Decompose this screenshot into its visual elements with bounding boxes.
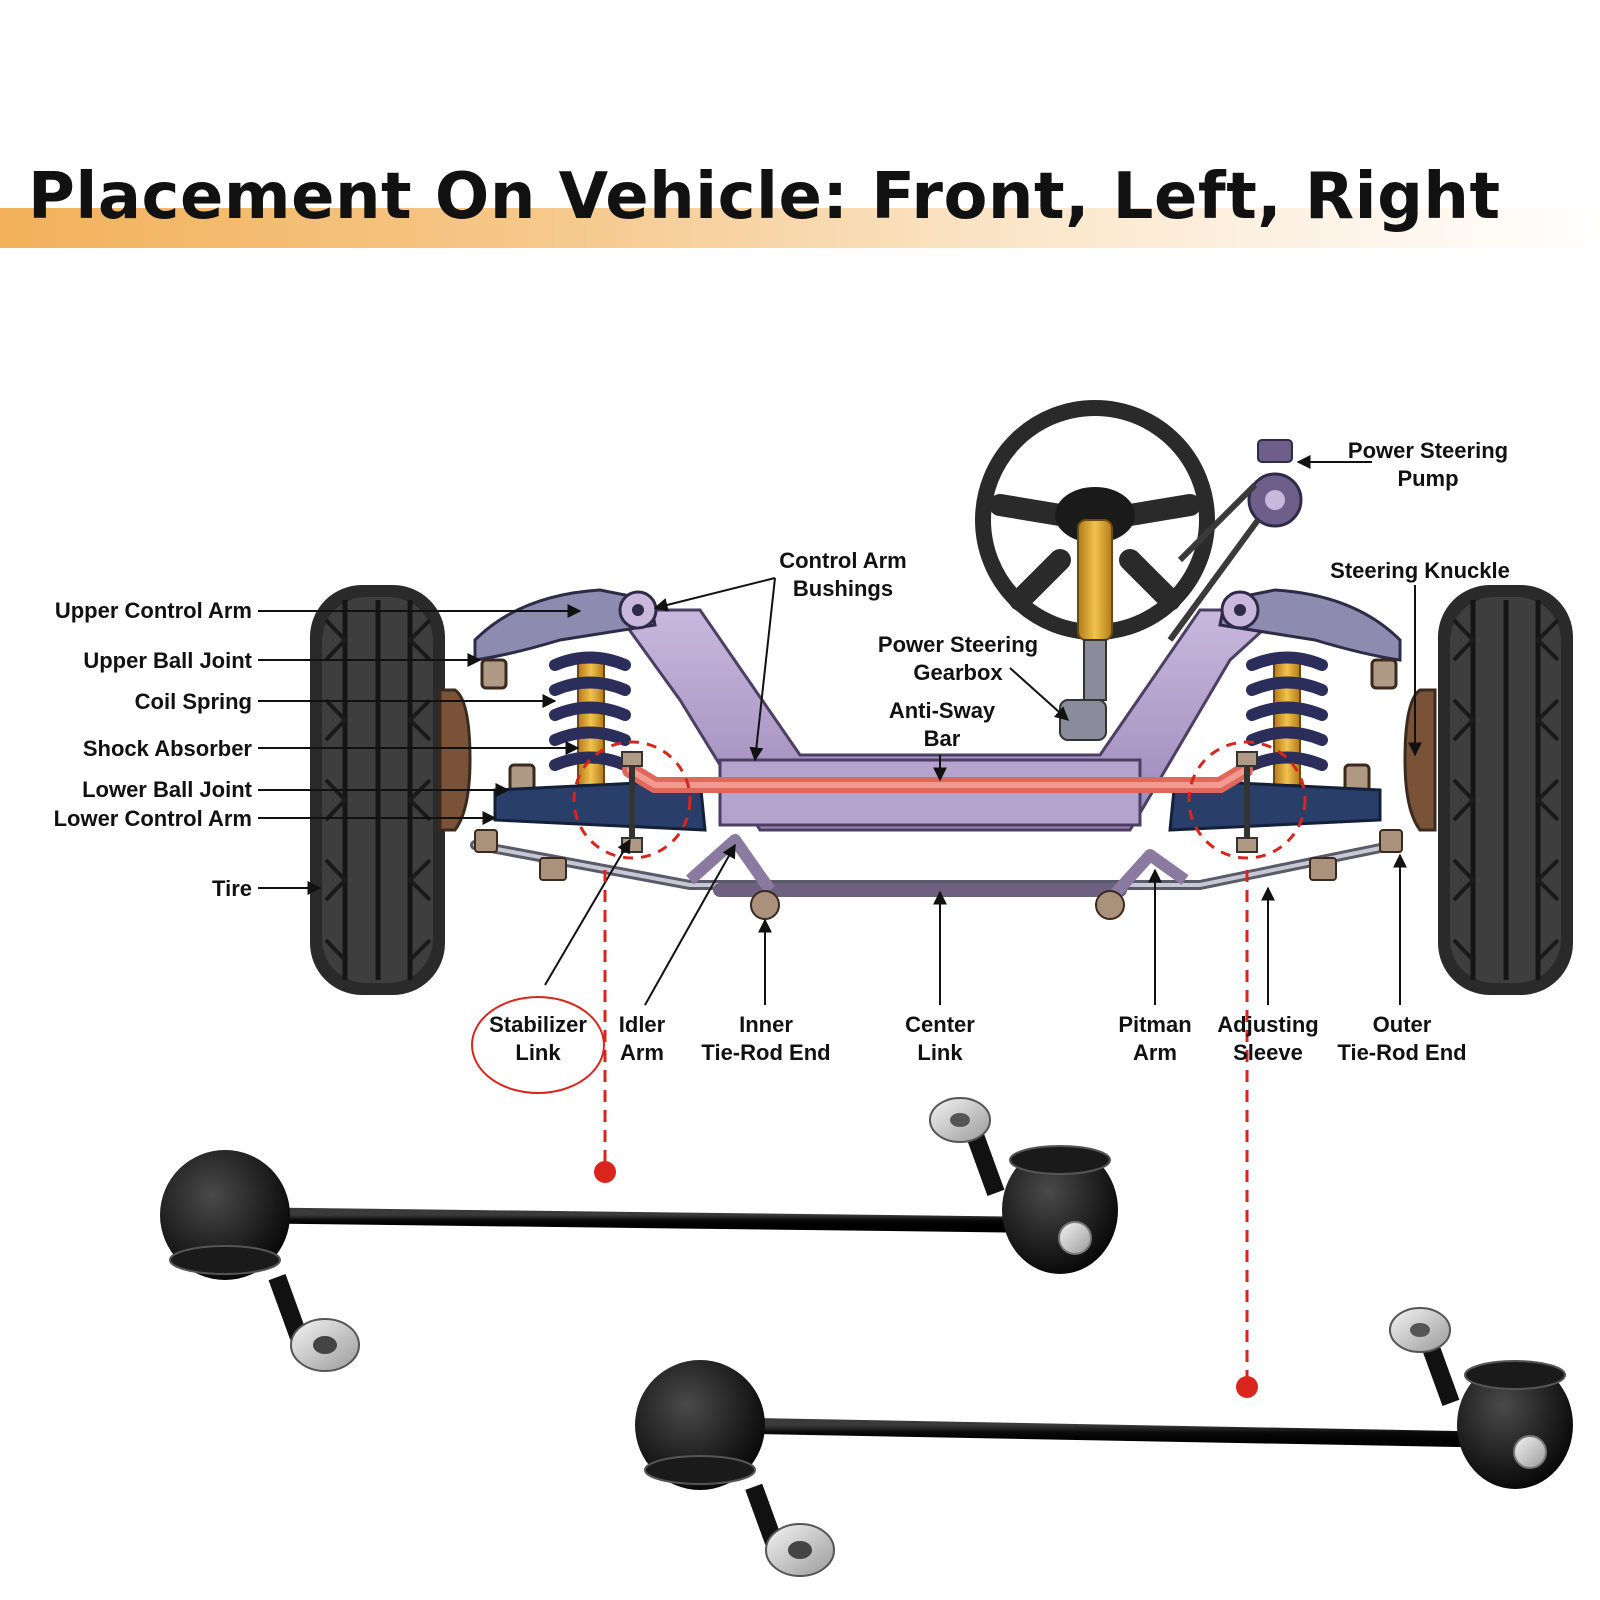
steering-column — [1077, 519, 1113, 701]
product-stabilizer-link-front — [160, 1097, 1118, 1372]
right-coil-spring — [1246, 651, 1328, 786]
right-upper-ball-joint — [1370, 658, 1398, 690]
label-idler-arm-2: Arm — [620, 1040, 664, 1065]
page-title: Placement On Vehicle: Front, Left, Right — [28, 160, 1501, 234]
label-idler-arm-1: Idler — [619, 1012, 666, 1037]
diagram-stabilizer-link-right — [1236, 751, 1258, 853]
rear-link-bottom-nut-icon — [765, 1523, 835, 1577]
pitman-joint — [1095, 890, 1125, 920]
label-coil-spring: Coil Spring — [135, 689, 252, 714]
right-steering-knuckle — [1403, 688, 1437, 832]
right-link-highlight-circle — [1187, 740, 1307, 860]
label-anti-sway-bar-1: Anti-Sway — [889, 698, 996, 723]
power-steering-pump — [1167, 439, 1303, 642]
rear-link-left-ball-joint-icon — [635, 1360, 765, 1490]
left-connector-dot — [594, 1161, 616, 1183]
rear-link-top-nut-icon — [1389, 1307, 1451, 1353]
label-center-link-1: Center — [905, 1012, 975, 1037]
label-outer-tie-rod-1: Outer — [1373, 1012, 1432, 1037]
label-lower-ball-joint: Lower Ball Joint — [82, 777, 253, 802]
label-control-arm-bushings-2: Bushings — [793, 576, 893, 601]
front-link-top-nut-icon — [929, 1097, 991, 1143]
label-stabilizer-link-1: Stabilizer — [489, 1012, 587, 1037]
label-inner-tie-rod-2: Tie-Rod End — [701, 1040, 830, 1065]
adjusting-sleeve-right — [1309, 857, 1337, 881]
label-center-link-2: Link — [917, 1040, 963, 1065]
product-stabilizer-link-rear — [635, 1307, 1573, 1577]
pitman-arm — [1100, 849, 1189, 910]
label-power-steering-gearbox-1: Power Steering — [878, 632, 1038, 657]
label-lower-control-arm: Lower Control Arm — [54, 806, 252, 831]
label-tire: Tire — [212, 876, 252, 901]
idler-arm — [686, 834, 775, 894]
label-inner-tie-rod-1: Inner — [739, 1012, 793, 1037]
title-highlight-band — [0, 208, 1600, 248]
label-upper-ball-joint: Upper Ball Joint — [83, 648, 252, 673]
label-power-steering-pump-2: Pump — [1397, 466, 1458, 491]
leader-bushings-1 — [653, 577, 776, 612]
label-outer-tie-rod-2: Tie-Rod End — [1337, 1040, 1466, 1065]
label-power-steering-pump-1: Power Steering — [1348, 438, 1508, 463]
label-pitman-arm-1: Pitman — [1118, 1012, 1191, 1037]
leader-stabilizer — [544, 838, 631, 986]
right-connector-dot — [1236, 1376, 1258, 1398]
left-steering-knuckle — [438, 688, 472, 832]
outer-tie-rod-end-right — [1379, 829, 1403, 853]
front-link-bottom-nut-icon — [290, 1318, 360, 1372]
label-steering-knuckle: Steering Knuckle — [1330, 558, 1510, 583]
leader-gearbox — [1009, 667, 1070, 721]
left-link-highlight-circle — [572, 740, 692, 860]
leader-bushings-2 — [749, 577, 776, 762]
label-pitman-arm-2: Arm — [1133, 1040, 1177, 1065]
label-upper-control-arm: Upper Control Arm — [55, 598, 252, 623]
front-link-right-ball-joint-icon — [1002, 1145, 1118, 1274]
label-adjusting-sleeve-2: Sleeve — [1233, 1040, 1303, 1065]
label-control-arm-bushings-1: Control Arm — [779, 548, 907, 573]
label-adjusting-sleeve-1: Adjusting — [1217, 1012, 1318, 1037]
label-shock-absorber: Shock Absorber — [83, 736, 253, 761]
label-anti-sway-bar-2: Bar — [924, 726, 961, 751]
outer-tie-rod-end-left — [474, 829, 498, 853]
inner-tie-rod-end-left — [750, 890, 780, 920]
adjusting-sleeve-left — [539, 857, 567, 881]
left-upper-ball-joint — [480, 658, 508, 690]
right-tire — [1438, 585, 1573, 995]
front-link-left-ball-joint-icon — [160, 1150, 290, 1280]
stabilizer-label-circle — [471, 996, 605, 1094]
label-power-steering-gearbox-2: Gearbox — [913, 660, 1003, 685]
leader-idler — [644, 843, 736, 1006]
rear-link-right-ball-joint-icon — [1457, 1360, 1573, 1489]
left-coil-spring — [549, 651, 631, 786]
label-stabilizer-link-2: Link — [515, 1040, 561, 1065]
